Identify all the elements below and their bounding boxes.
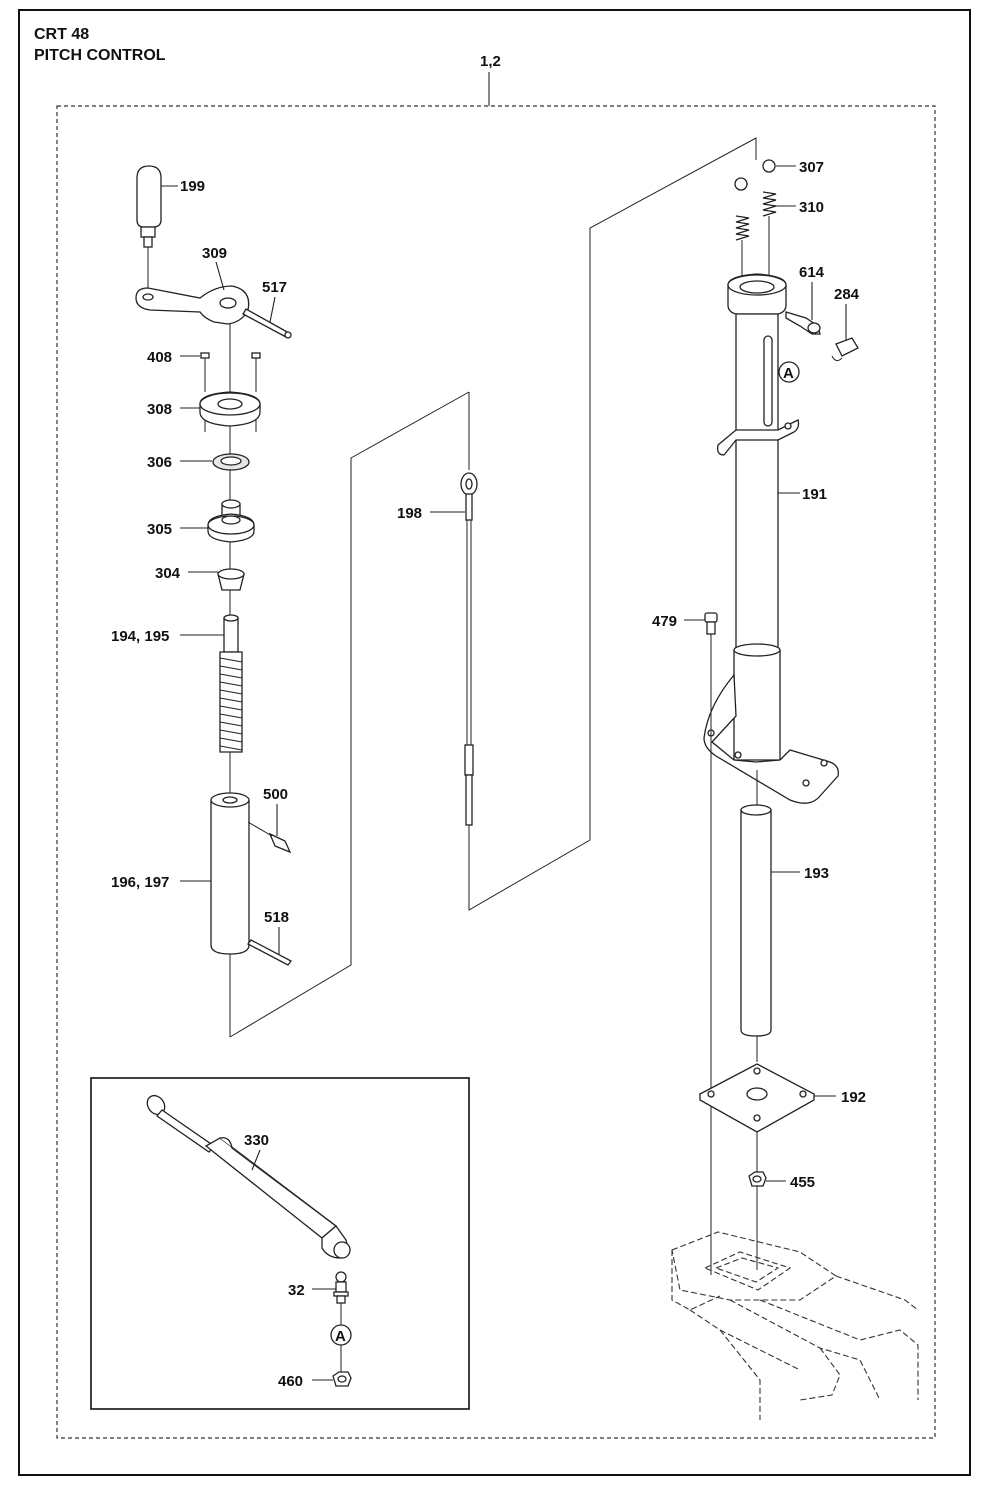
callout-307: 307 xyxy=(799,159,824,176)
part-308-flange-plate xyxy=(199,391,261,427)
callout-labels: 199 309 517 408 308 306 305 304 194, 195… xyxy=(111,159,866,1390)
callout-284: 284 xyxy=(834,286,860,303)
svg-text:A: A xyxy=(783,365,794,382)
part-306-washer xyxy=(212,453,250,471)
inset-gas-spring: A xyxy=(90,1077,470,1410)
left-assembly xyxy=(135,165,470,1038)
part-192-plate xyxy=(698,1063,816,1133)
part-191-column xyxy=(703,273,839,804)
callout-517: 517 xyxy=(262,279,287,296)
part-196-197-tube xyxy=(210,792,250,955)
svg-text:A: A xyxy=(335,1328,346,1345)
part-193-tube xyxy=(740,804,772,1037)
callout-479: 479 xyxy=(652,613,677,630)
part-517-pin xyxy=(242,308,292,339)
part-518-pin xyxy=(247,939,292,966)
part-194-195-lead-screw xyxy=(219,614,243,753)
callout-309: 309 xyxy=(202,245,227,262)
model-title: CRT 48 xyxy=(34,26,89,43)
part-460-nut xyxy=(332,1371,352,1387)
callout-304: 304 xyxy=(155,565,181,582)
callout-330: 330 xyxy=(244,1132,269,1149)
reference-marker-a-inset: A xyxy=(330,1324,352,1346)
middle-assembly xyxy=(460,137,757,911)
callout-305: 305 xyxy=(147,521,172,538)
part-304-bushing xyxy=(217,568,245,591)
part-614-fitting xyxy=(785,311,821,335)
callout-306: 306 xyxy=(147,454,172,471)
section-title: PITCH CONTROL xyxy=(34,47,166,64)
callout-198: 198 xyxy=(397,505,422,522)
reference-marker-a: A xyxy=(778,361,800,383)
assembly-label: 1,2 xyxy=(480,53,501,70)
right-assembly: A xyxy=(671,159,919,1420)
callout-308: 308 xyxy=(147,401,172,418)
part-455-nut xyxy=(748,1171,767,1187)
callout-32: 32 xyxy=(288,1282,305,1299)
callout-193: 193 xyxy=(804,865,829,882)
callout-500: 500 xyxy=(263,786,288,803)
part-199-knob xyxy=(136,165,162,248)
part-500-set-screw xyxy=(247,821,292,854)
ghost-chassis xyxy=(671,1231,919,1420)
page-frame xyxy=(18,9,971,1476)
callout-460: 460 xyxy=(278,1373,303,1390)
part-408-screws xyxy=(200,352,261,432)
callout-518: 518 xyxy=(264,909,289,926)
part-309-crank-arm xyxy=(135,285,250,325)
callout-614: 614 xyxy=(799,264,825,281)
part-284-cap xyxy=(831,337,859,362)
part-32-ball-stud xyxy=(333,1271,349,1304)
part-479-screw xyxy=(704,612,718,1275)
callout-194-195: 194, 195 xyxy=(111,628,169,645)
assembly-boundary xyxy=(56,105,936,1439)
callout-310: 310 xyxy=(799,199,824,216)
callout-192: 192 xyxy=(841,1089,866,1106)
part-330-gas-spring xyxy=(146,1094,351,1259)
callout-191: 191 xyxy=(802,486,827,503)
part-305-hub xyxy=(207,499,255,543)
part-198-cable xyxy=(460,472,478,826)
callout-199: 199 xyxy=(180,178,205,195)
callout-455: 455 xyxy=(790,1174,815,1191)
leader-lines xyxy=(161,165,847,1381)
callout-196-197: 196, 197 xyxy=(111,874,169,891)
callout-408: 408 xyxy=(147,349,172,366)
part-307-ball xyxy=(734,159,776,191)
